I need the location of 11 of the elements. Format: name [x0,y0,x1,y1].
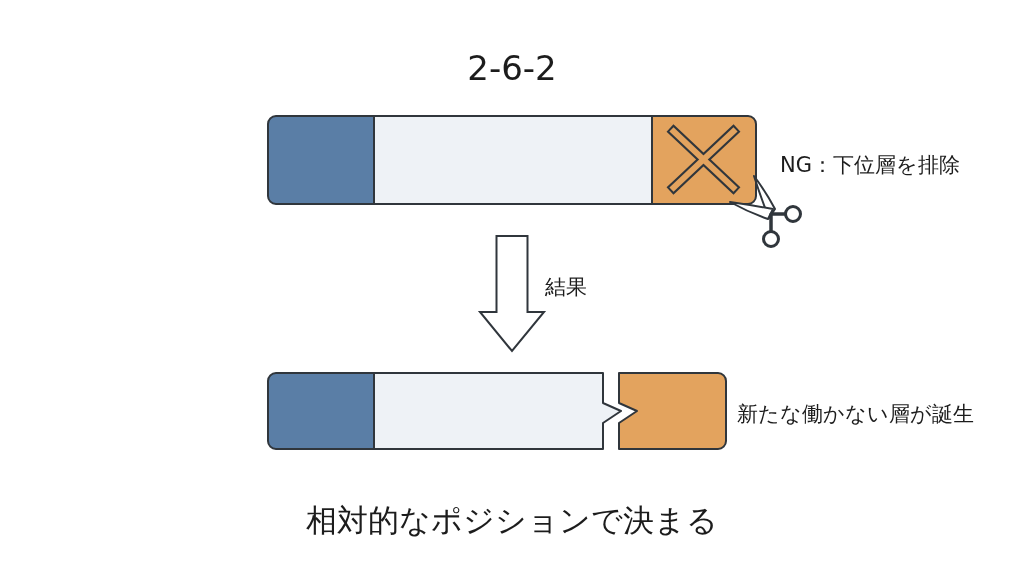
bar-segment [267,372,375,450]
bar-segment [267,115,375,205]
title: 2-6-2 [467,48,557,88]
bar-segment [618,372,727,450]
side-note: NG：下位層を排除 [780,152,960,179]
bar-segment [373,372,622,450]
block-arrow [477,235,547,353]
bar-segment [651,115,757,205]
side-note: 新たな働かない層が誕生 [737,401,974,428]
bar-segment [373,115,653,205]
caption: 相対的なポジションで決まる [306,501,718,540]
